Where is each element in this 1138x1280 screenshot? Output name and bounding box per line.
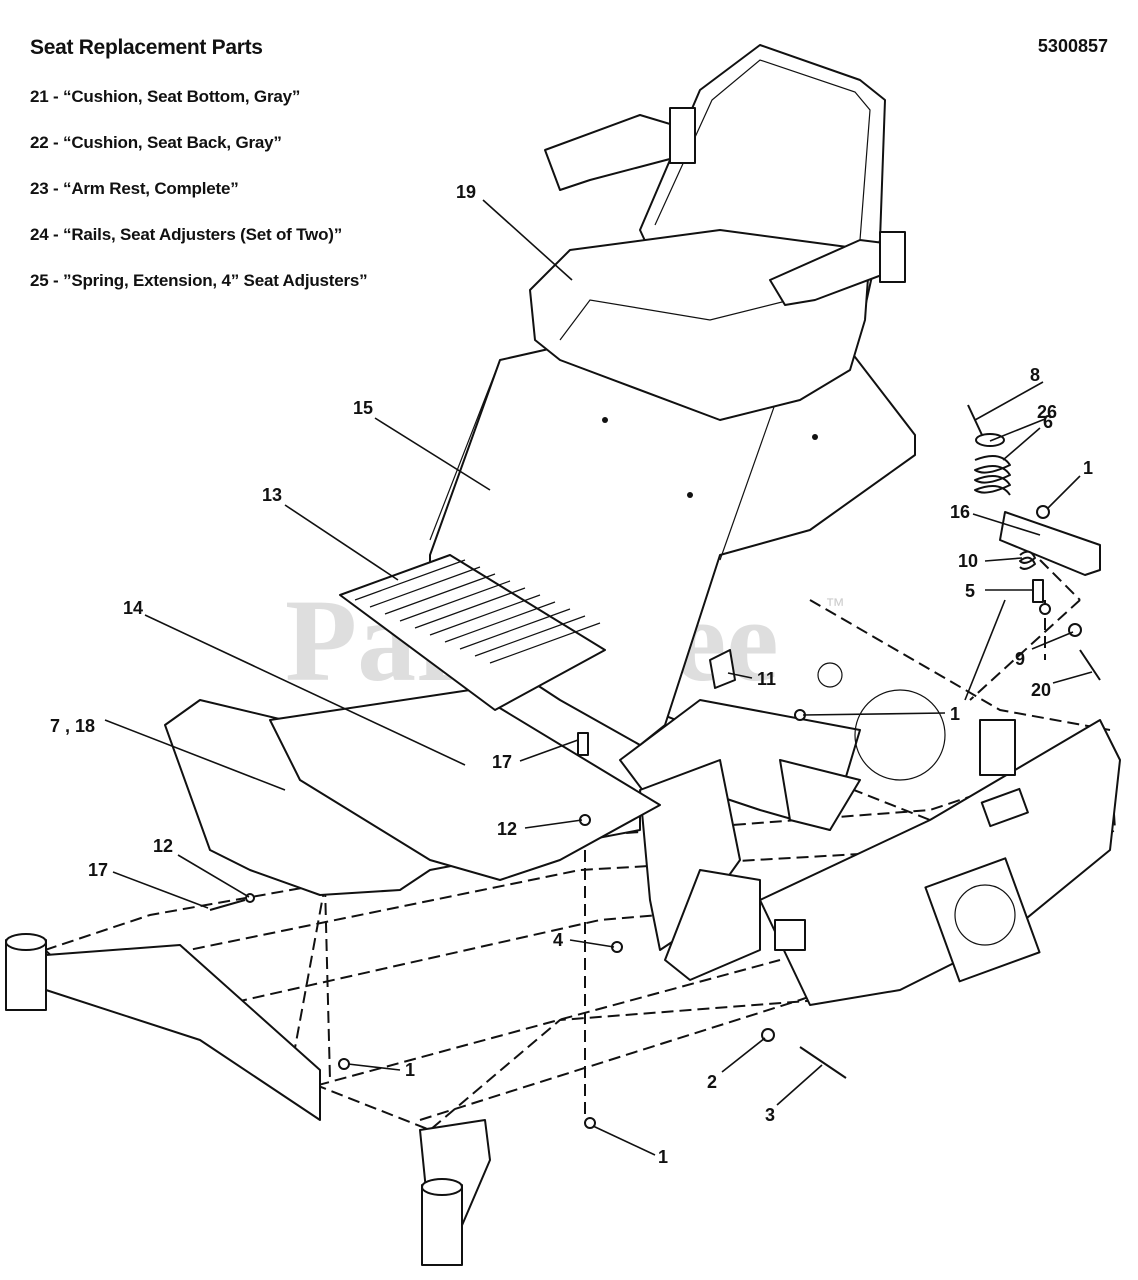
replacement-part-item: 23 - “Arm Rest, Complete” xyxy=(30,179,239,198)
callout-1: 1 xyxy=(950,704,960,724)
diagram-code: 5300857 xyxy=(1037,36,1108,56)
callout-8: 8 xyxy=(1030,365,1040,385)
replacement-part-item: 22 - “Cushion, Seat Back, Gray” xyxy=(30,133,282,152)
callout-13: 13 xyxy=(262,485,282,505)
callout-12: 12 xyxy=(497,819,517,839)
replacement-part-item: 21 - “Cushion, Seat Bottom, Gray” xyxy=(30,87,301,106)
callout-14: 14 xyxy=(123,598,143,618)
callout-1: 1 xyxy=(1083,458,1093,478)
callout-1: 1 xyxy=(658,1147,668,1167)
callout-5: 5 xyxy=(965,581,975,601)
seat-assembly xyxy=(529,44,906,421)
front-caster-tube xyxy=(419,1119,491,1266)
replacement-parts-list: 21 - “Cushion, Seat Bottom, Gray” 22 - “… xyxy=(30,86,368,316)
callout-3: 3 xyxy=(765,1105,775,1125)
floor-pan xyxy=(269,689,661,881)
center-chassis xyxy=(619,662,1016,981)
callout-20: 20 xyxy=(1031,680,1051,700)
callout-11: 11 xyxy=(757,669,776,689)
callout-1: 1 xyxy=(405,1060,415,1080)
floor-mat xyxy=(339,554,606,711)
callout-9: 9 xyxy=(1015,649,1025,669)
page-title: Seat Replacement Parts xyxy=(30,36,263,59)
callout-26: 26 xyxy=(1037,402,1057,422)
callout-4: 4 xyxy=(553,930,563,950)
callout-2: 2 xyxy=(707,1072,717,1092)
callout-19: 19 xyxy=(456,182,476,202)
callout-16: 16 xyxy=(950,502,970,522)
callout-17: 17 xyxy=(88,860,108,880)
replacement-part-item: 25 - ”Spring, Extension, 4” Seat Adjuste… xyxy=(30,271,368,290)
right-frame-plate xyxy=(759,719,1121,1006)
leader-lines xyxy=(104,199,1093,1156)
callout-7-18: 7 , 18 xyxy=(50,716,95,736)
callout-15: 15 xyxy=(353,398,373,418)
seat-spring-hardware xyxy=(967,404,1101,681)
callouts: 19 15 13 14 7 , 18 17 12 12 17 8 26 6 1 … xyxy=(50,182,1093,1167)
callout-6: 6 xyxy=(1043,412,1053,432)
callout-17: 17 xyxy=(492,752,512,772)
replacement-part-item: 24 - “Rails, Seat Adjusters (Set of Two)… xyxy=(30,225,343,244)
callout-12: 12 xyxy=(153,836,173,856)
left-caster-tube xyxy=(5,933,321,1121)
callout-10: 10 xyxy=(958,551,978,571)
